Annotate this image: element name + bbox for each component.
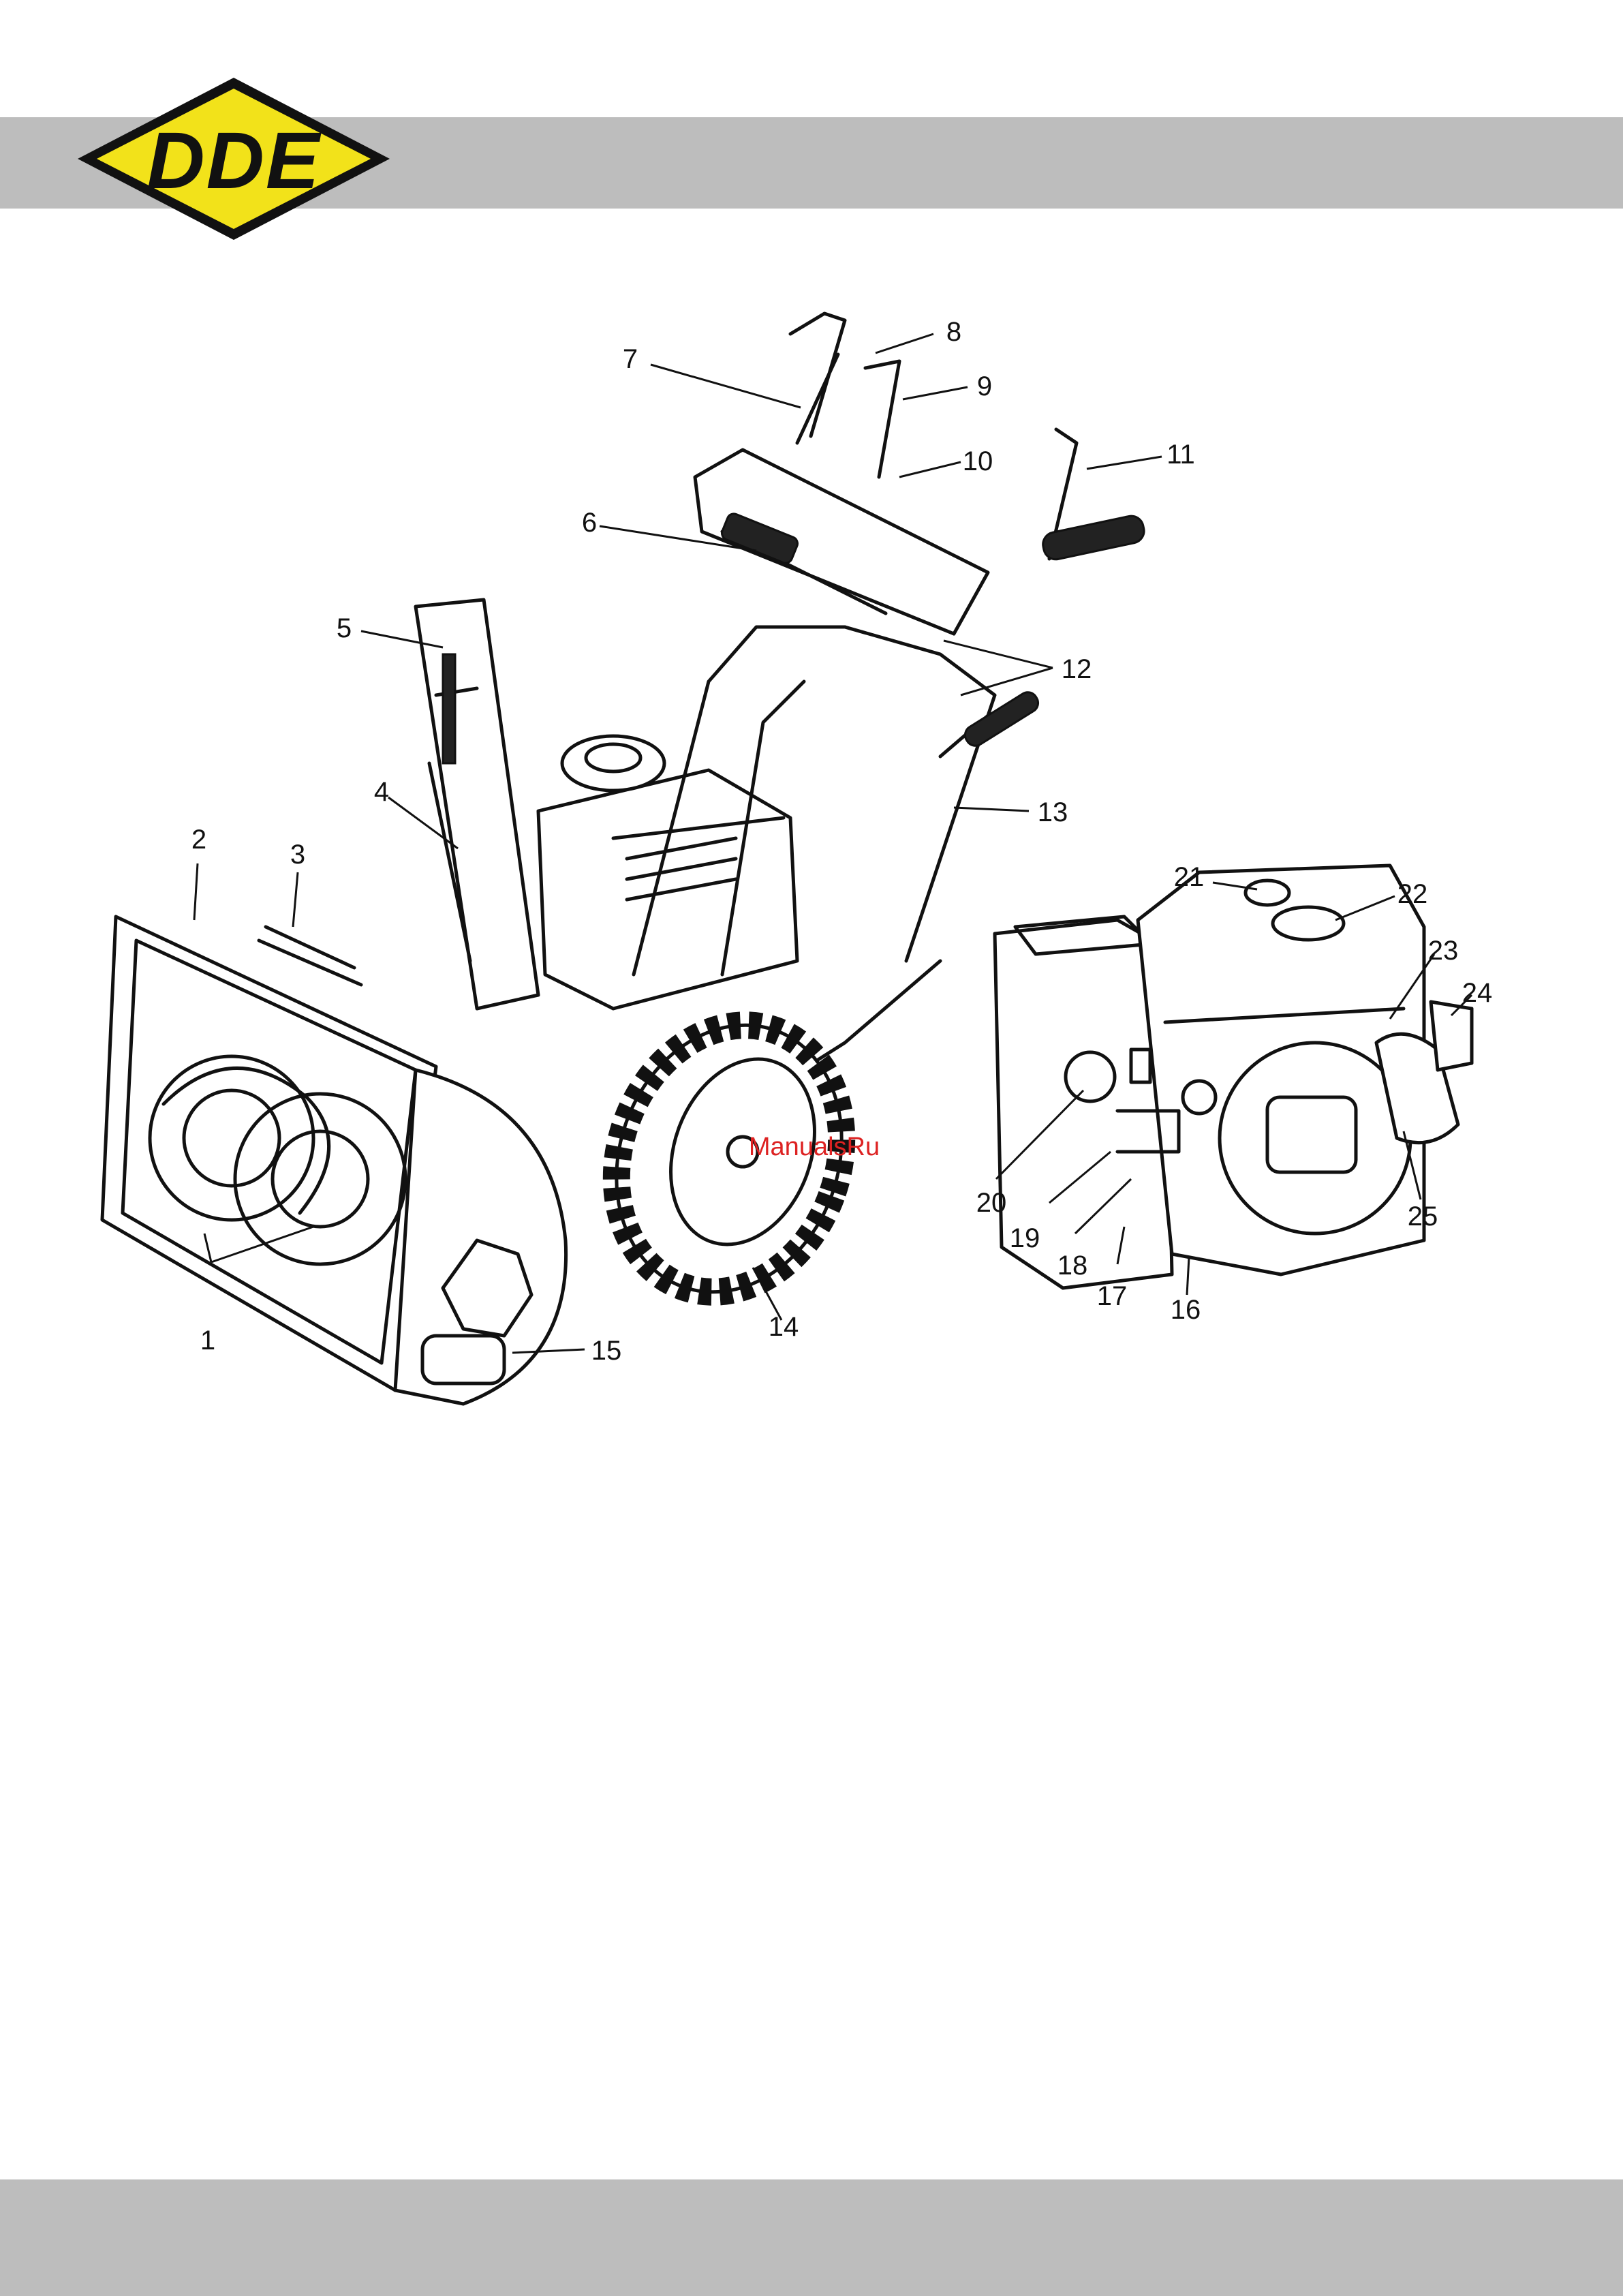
callout-11: 11 [1166, 440, 1195, 470]
callout-22: 22 [1397, 879, 1428, 909]
callout-15: 15 [591, 1336, 622, 1366]
logo-text: DDE [146, 116, 321, 206]
callout-5: 5 [337, 613, 352, 643]
callout-6: 6 [582, 508, 597, 538]
callout-24: 24 [1462, 978, 1493, 1008]
callout-14: 14 [769, 1312, 799, 1342]
callout-13: 13 [1038, 797, 1068, 827]
callout-1: 1 [200, 1326, 215, 1356]
callout-16: 16 [1171, 1295, 1201, 1325]
callout-19: 19 [1010, 1223, 1040, 1253]
callout-12: 12 [1062, 654, 1092, 684]
callout-25: 25 [1408, 1201, 1438, 1231]
callout-7: 7 [623, 344, 638, 374]
callout-21: 21 [1174, 862, 1205, 892]
callout-10: 10 [963, 446, 993, 476]
callout-18: 18 [1057, 1251, 1088, 1281]
engine-illustration [995, 866, 1472, 1288]
callout-17: 17 [1097, 1281, 1128, 1311]
dde-logo: DDE [74, 74, 394, 244]
snowblower-diagram: 1 2 3 4 5 6 7 8 9 10 11 12 13 14 15 16 1… [0, 273, 1623, 1431]
footer-band [0, 2179, 1623, 2296]
callout-8: 8 [946, 317, 961, 347]
callout-2: 2 [191, 825, 206, 855]
watermark-text: ManualsRu [749, 1133, 880, 1161]
callout-23: 23 [1428, 936, 1459, 966]
callout-4: 4 [374, 777, 389, 807]
callout-3: 3 [290, 840, 305, 870]
callout-20: 20 [976, 1188, 1007, 1218]
callout-9: 9 [977, 371, 992, 401]
snowblower-illustration [102, 313, 1146, 1404]
